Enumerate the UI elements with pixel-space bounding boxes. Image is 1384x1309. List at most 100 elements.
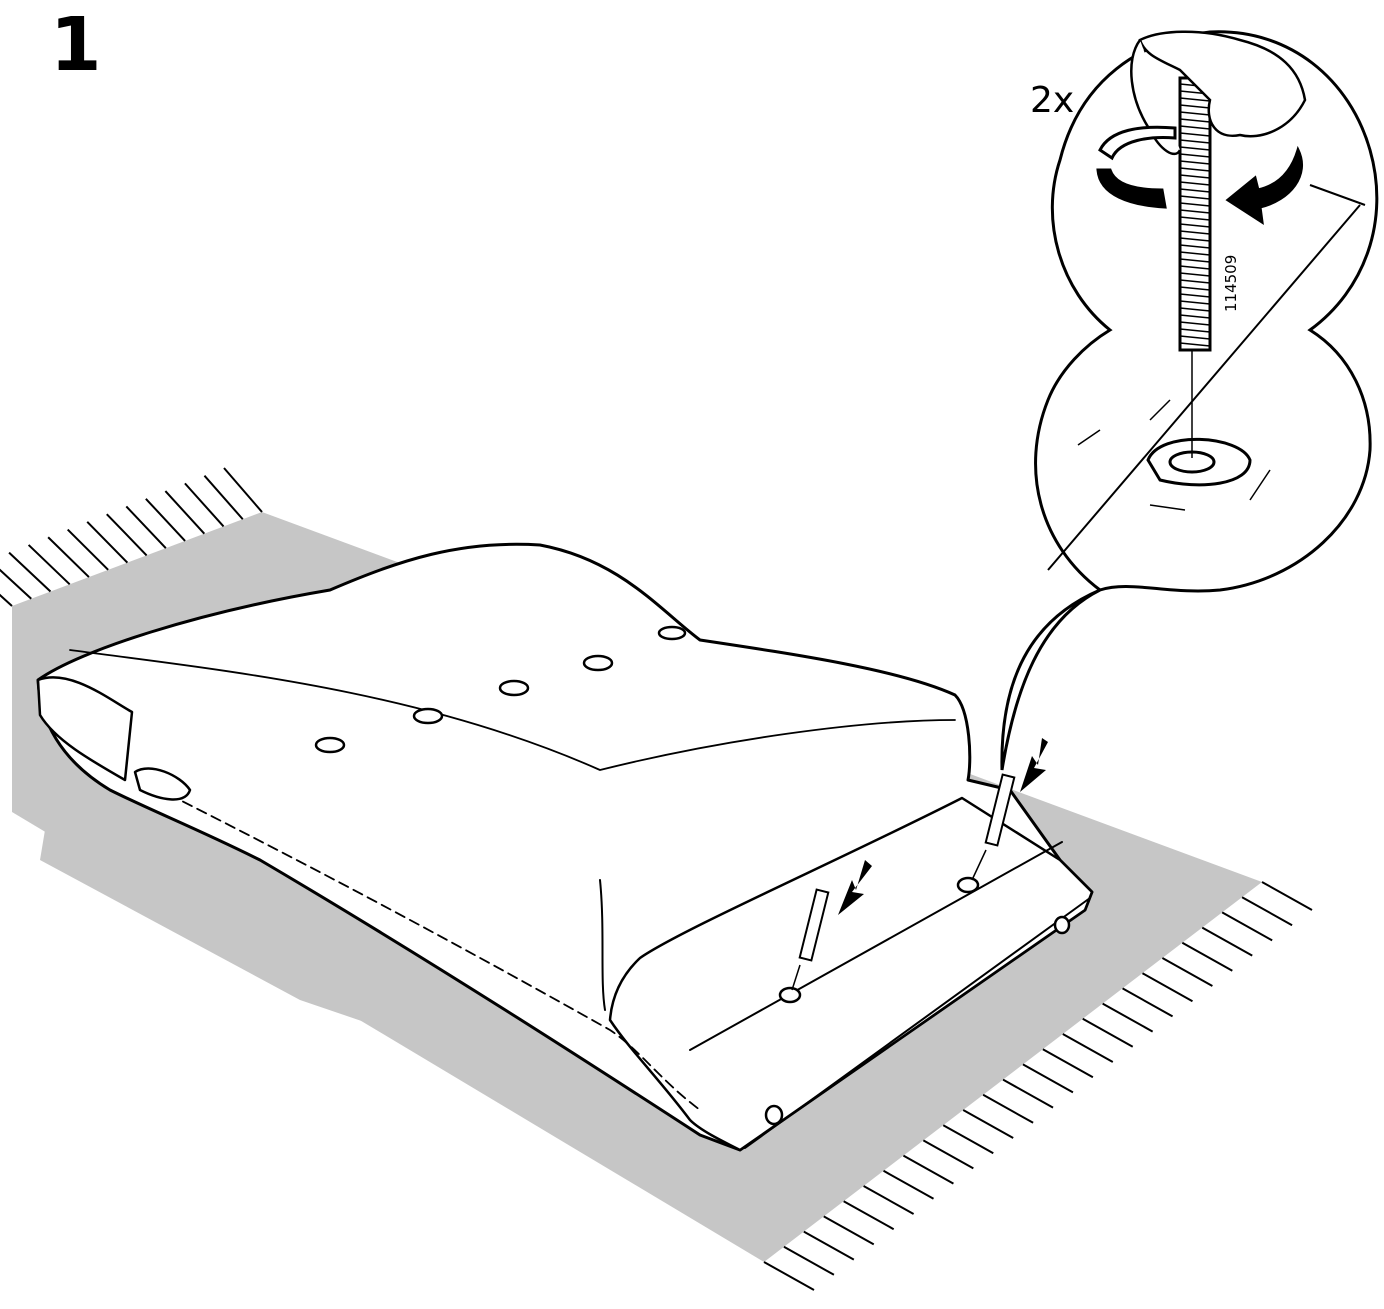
fringe-strand bbox=[783, 1245, 835, 1276]
turn-arrow-back bbox=[1098, 125, 1177, 161]
bolt-thread bbox=[1179, 167, 1211, 172]
bolt-thread bbox=[1179, 293, 1211, 298]
front-panel-bottom-edge bbox=[744, 897, 1091, 1149]
detail-mark-4 bbox=[1149, 504, 1186, 511]
insert-arrow-right bbox=[1020, 738, 1048, 792]
detail-mark-3 bbox=[1249, 469, 1271, 501]
bolt-thread bbox=[1179, 146, 1211, 151]
detail-finger bbox=[1130, 39, 1182, 156]
fringe-strand bbox=[223, 467, 263, 513]
fringe-strand bbox=[1181, 941, 1233, 972]
fringe-strand bbox=[184, 482, 225, 528]
bolt-thread bbox=[1179, 104, 1211, 109]
threaded-bolt-left bbox=[791, 888, 830, 991]
bolt-thread bbox=[1179, 188, 1211, 193]
bolt-thread bbox=[1179, 174, 1211, 179]
turn-arrow-left bbox=[1096, 168, 1167, 209]
rug-fringe-left bbox=[0, 467, 263, 607]
fringe-strand bbox=[962, 1109, 1014, 1139]
fringe-strand bbox=[843, 1200, 895, 1231]
bolt-thread bbox=[1179, 272, 1211, 277]
part-number-label: 114509 bbox=[1222, 254, 1240, 312]
fringe-strand bbox=[1201, 926, 1253, 957]
fringe-strand bbox=[106, 513, 148, 557]
fringe-strand bbox=[1241, 896, 1293, 927]
bolt-thread bbox=[1179, 139, 1211, 144]
side-hole-1 bbox=[764, 1104, 784, 1126]
fringe-strand bbox=[1062, 1033, 1114, 1063]
fringe-strand bbox=[47, 536, 90, 578]
bolt-thread bbox=[1179, 223, 1211, 228]
fringe-strand bbox=[8, 551, 52, 593]
fringe-strand bbox=[1122, 987, 1174, 1018]
bolt-thread bbox=[1179, 118, 1211, 123]
fringe-strand bbox=[164, 490, 206, 535]
fringe-strand bbox=[145, 498, 186, 542]
button-1 bbox=[314, 736, 346, 754]
detail-ground-line bbox=[1309, 184, 1366, 206]
fringe-strand bbox=[942, 1124, 994, 1155]
fringe-strand bbox=[86, 521, 129, 564]
bolt-thread bbox=[1179, 153, 1211, 158]
fringe-strand bbox=[1082, 1017, 1134, 1048]
fringe-strand bbox=[125, 505, 167, 549]
bolt-thread bbox=[1179, 244, 1211, 249]
button-2 bbox=[412, 707, 444, 725]
fringe-strand bbox=[1022, 1063, 1074, 1094]
bolt-thread bbox=[1179, 160, 1211, 165]
button-3 bbox=[498, 679, 530, 697]
bolt-thread bbox=[1179, 300, 1211, 305]
fringe-strand bbox=[1221, 911, 1273, 942]
fringe-strand bbox=[27, 544, 71, 586]
button-5 bbox=[657, 625, 687, 641]
bolt-thread bbox=[1179, 216, 1211, 221]
detail-hand bbox=[1138, 30, 1307, 138]
handle-slot bbox=[133, 767, 192, 801]
fringe-strand bbox=[1141, 972, 1193, 1003]
fringe-strand bbox=[1042, 1048, 1094, 1079]
turn-arrow-icon bbox=[1096, 125, 1304, 226]
bolt-thread bbox=[1179, 132, 1211, 137]
cushion-buttons bbox=[314, 625, 687, 754]
detail-view bbox=[1047, 30, 1366, 571]
fringe-strand bbox=[982, 1093, 1034, 1124]
bolt-thread bbox=[1179, 230, 1211, 235]
fringe-strand bbox=[66, 528, 109, 571]
bolt-thread bbox=[1179, 111, 1211, 116]
fringe-strand bbox=[883, 1169, 935, 1200]
fringe-strand bbox=[763, 1261, 815, 1291]
detail-bolt-threads bbox=[1179, 83, 1211, 347]
bolt-thread bbox=[1179, 97, 1211, 102]
bolt-thread bbox=[1179, 321, 1211, 326]
insert-arrow-icon bbox=[838, 738, 1048, 915]
bolt-thread bbox=[1179, 342, 1211, 347]
bolt-thread bbox=[1179, 202, 1211, 207]
fringe-strand bbox=[823, 1215, 875, 1246]
fringe-strand bbox=[1261, 881, 1313, 911]
bolt-thread bbox=[1179, 328, 1211, 333]
cushion-fold-line bbox=[599, 879, 606, 1011]
rug-fringe-right bbox=[763, 881, 1313, 1291]
fringe-strand bbox=[1002, 1078, 1054, 1109]
step-number: 1 bbox=[50, 2, 102, 88]
bolt-thread bbox=[1179, 125, 1211, 130]
quantity-label: 2x bbox=[1030, 80, 1075, 121]
cushion-seam bbox=[69, 649, 956, 771]
seat-cushion bbox=[36, 542, 1094, 1152]
fringe-strand bbox=[0, 568, 32, 600]
front-panel-edge bbox=[689, 841, 1063, 1051]
detail-callout bbox=[1000, 30, 1379, 771]
fringe-strand bbox=[0, 593, 13, 607]
bolt-thread bbox=[1179, 237, 1211, 242]
bolt-thread bbox=[1179, 209, 1211, 214]
bolt-thread bbox=[1179, 195, 1211, 200]
bolt-thread bbox=[1179, 251, 1211, 256]
threaded-bolt-right bbox=[971, 773, 1016, 881]
fringe-strand bbox=[1102, 1002, 1154, 1033]
bolt-thread bbox=[1179, 279, 1211, 284]
button-4 bbox=[582, 654, 614, 672]
bolt-thread bbox=[1179, 265, 1211, 270]
turn-arrow-right bbox=[1225, 145, 1304, 226]
fringe-strand bbox=[1161, 957, 1213, 987]
fringe-strand bbox=[902, 1154, 954, 1185]
